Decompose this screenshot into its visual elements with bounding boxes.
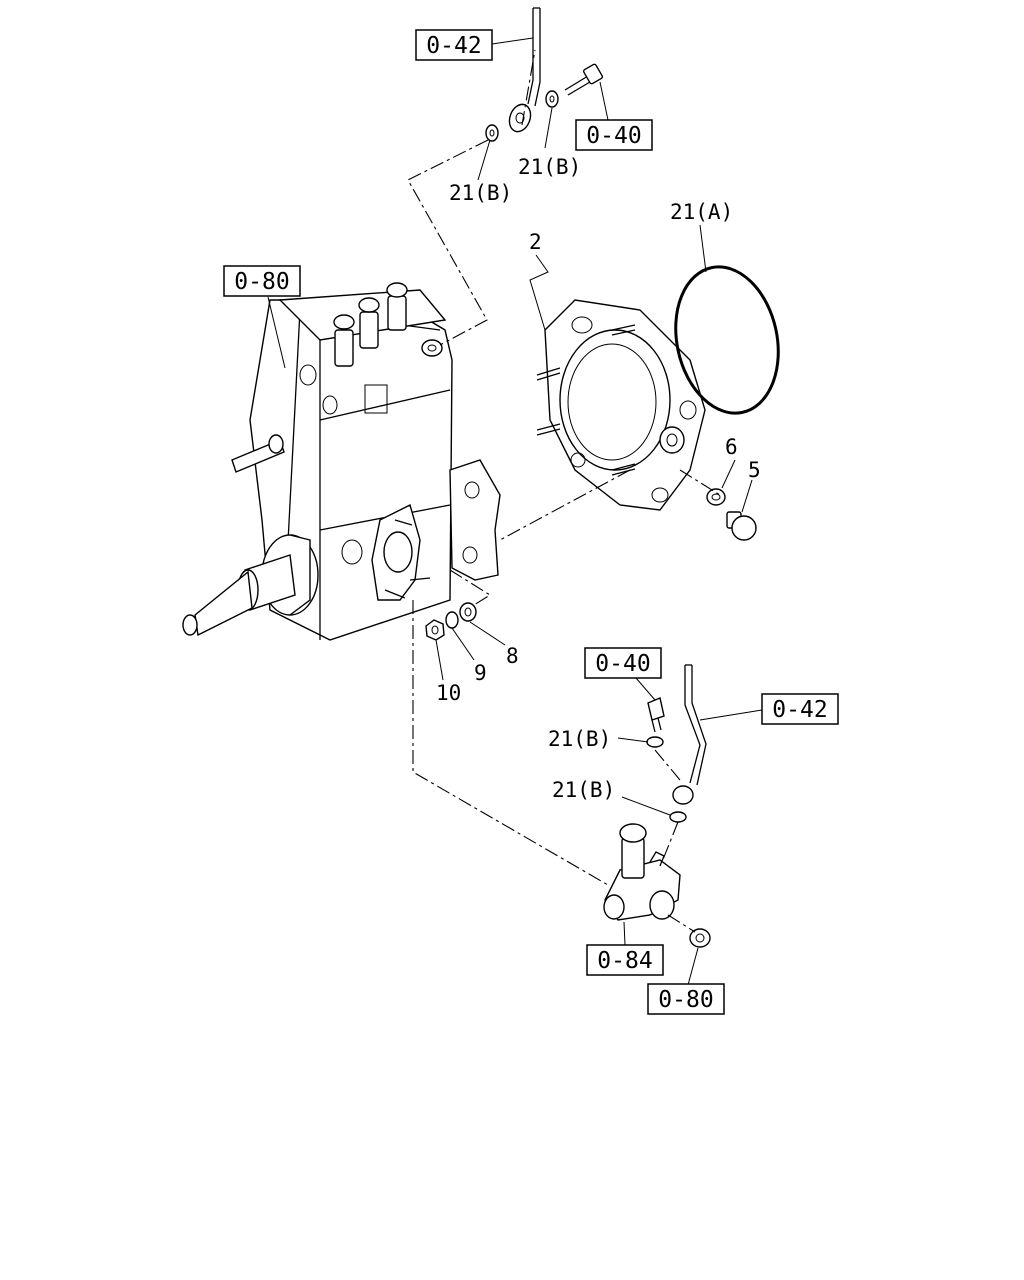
lower-nut	[689, 928, 711, 948]
injection-pump	[182, 282, 501, 641]
advance-housing	[536, 299, 706, 511]
label-part-9: 9	[474, 661, 487, 685]
label-part-5: 5	[748, 458, 761, 482]
top-eye-bolt	[564, 63, 604, 96]
label-21b-top-left: 21(B)	[449, 181, 512, 205]
ref-box-lower-0-42[interactable]: 0-42	[761, 693, 839, 725]
ref-text: 0-80	[658, 987, 713, 1013]
lower-bolt	[647, 697, 665, 733]
label-21b-lower-2: 21(B)	[552, 778, 615, 802]
delivery-valve-2	[358, 297, 380, 349]
ref-box-left-0-80[interactable]: 0-80	[223, 265, 301, 297]
ref-box-top-0-40[interactable]: 0-40	[575, 119, 653, 151]
top-fuel-pipe	[508, 7, 541, 133]
label-part-6: 6	[725, 435, 738, 459]
o-ring-21a	[674, 265, 780, 415]
leader-lines	[267, 37, 763, 986]
lower-fuel-pipe	[672, 664, 707, 805]
washer-6	[706, 488, 726, 506]
lower-washer-1	[646, 736, 664, 748]
feed-pump	[603, 823, 681, 921]
label-part-8: 8	[506, 644, 519, 668]
label-part-2: 2	[529, 230, 542, 254]
lock-washer-9	[445, 611, 459, 629]
label-21b-lower-1: 21(B)	[548, 727, 611, 751]
ref-box-lower-0-80[interactable]: 0-80	[647, 983, 725, 1015]
ref-text: 0-42	[426, 33, 481, 59]
ref-box-0-84[interactable]: 0-84	[586, 944, 664, 976]
ref-text: 0-42	[772, 697, 827, 723]
lower-washer-2	[669, 811, 687, 823]
ref-text: 0-40	[595, 651, 650, 677]
nut-10	[425, 619, 445, 641]
ref-box-top-0-42[interactable]: 0-42	[415, 29, 493, 61]
washer-8	[459, 602, 477, 622]
ref-box-lower-0-40[interactable]: 0-40	[584, 647, 662, 679]
label-part-10: 10	[436, 681, 461, 705]
label-21a: 21(A)	[670, 200, 733, 224]
ref-text: 0-84	[597, 948, 652, 974]
plug-5	[726, 511, 757, 541]
top-washer-left	[485, 124, 499, 142]
drive-shaft	[182, 534, 319, 637]
delivery-valve-1	[333, 314, 355, 367]
ref-text: 0-40	[586, 123, 641, 149]
ref-text: 0-80	[234, 269, 289, 295]
top-washer-right	[545, 90, 559, 108]
label-21b-top-right: 21(B)	[518, 155, 581, 179]
delivery-valve-3	[386, 282, 408, 331]
